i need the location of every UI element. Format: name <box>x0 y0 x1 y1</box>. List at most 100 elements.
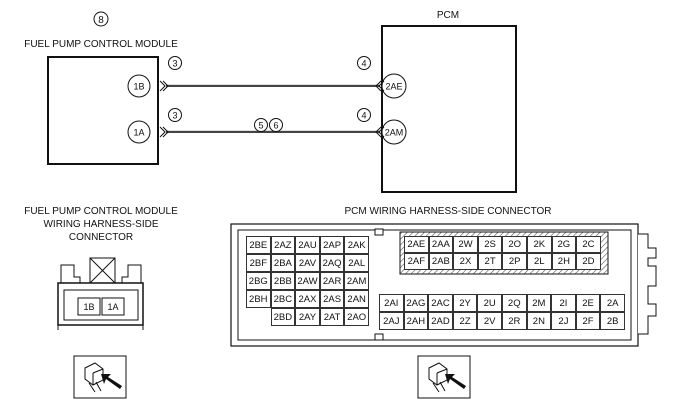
terminal-2ay: 2AY <box>295 308 320 326</box>
terminal-2h: 2H <box>551 253 577 270</box>
terminal-2j: 2J <box>551 312 576 330</box>
callout-circle <box>168 56 182 70</box>
terminal-2z: 2Z <box>452 312 478 330</box>
terminal-2a: 2A <box>600 294 625 312</box>
wire-1b-2ae <box>159 80 385 92</box>
terminal-2p: 2P <box>502 253 527 270</box>
terminal-2e: 2E <box>575 294 601 312</box>
terminal-2ah: 2AH <box>403 312 429 330</box>
terminal-2r: 2R <box>501 312 527 330</box>
terminal-2be: 2BE <box>246 236 271 254</box>
callout-wire2-left: 3 <box>172 111 177 121</box>
pin-circle-1b <box>127 74 151 98</box>
terminal-2af: 2AF <box>404 253 429 270</box>
terminal-2am: 2AM <box>344 272 369 290</box>
terminal-2aj: 2AJ <box>379 312 404 330</box>
terminal-2av: 2AV <box>295 254 320 272</box>
fpcm-connector-label-1: FUEL PUMP CONTROL MODULE <box>24 206 178 217</box>
terminal-2u: 2U <box>477 294 502 312</box>
terminal-2d: 2D <box>576 253 601 270</box>
fpcm-connector-pin: 1B <box>83 302 94 312</box>
pin-1b-label: 1B <box>133 82 144 92</box>
connector-view-icon <box>417 355 471 399</box>
terminal-2ax: 2AX <box>295 290 320 308</box>
terminal-2al: 2AL <box>344 254 369 272</box>
fpcm-connector <box>57 257 144 330</box>
pin-2am-label: 2AM <box>385 128 404 138</box>
callout-wire1-right: 4 <box>361 59 366 69</box>
terminal-2bf: 2BF <box>246 254 271 272</box>
terminal-2b: 2B <box>600 312 625 330</box>
pin-circle-2am <box>381 119 407 145</box>
terminal-2ad: 2AD <box>428 312 453 330</box>
terminal-2v: 2V <box>477 312 502 330</box>
terminal-2ba: 2BA <box>270 254 296 272</box>
callout-wire2-right: 4 <box>361 111 366 121</box>
terminal-2ak: 2AK <box>344 236 369 254</box>
terminal-2w: 2W <box>453 236 478 253</box>
terminal-2bh: 2BH <box>246 290 271 308</box>
terminal-2bc: 2BC <box>270 290 296 308</box>
terminal-2c: 2C <box>576 236 601 253</box>
terminal-2o: 2O <box>502 236 527 253</box>
empty-cavity <box>246 308 271 326</box>
callout-circle <box>357 56 371 70</box>
terminal-2ab: 2AB <box>428 253 454 270</box>
terminal-2bd: 2BD <box>270 308 296 326</box>
pin-circle-2ae <box>381 73 407 99</box>
terminal-2ag: 2AG <box>403 294 429 312</box>
pin-1a-label: 1A <box>133 128 144 138</box>
terminal-2an: 2AN <box>344 290 369 308</box>
callout-circle <box>168 108 182 122</box>
terminal-2n: 2N <box>526 312 552 330</box>
terminal-2l: 2L <box>526 253 552 270</box>
terminal-2ac: 2AC <box>428 294 453 312</box>
terminal-2k: 2K <box>526 236 552 253</box>
terminal-2ao: 2AO <box>344 308 369 326</box>
terminal-2g: 2G <box>551 236 577 253</box>
terminal-2t: 2T <box>477 253 503 270</box>
fpcm-connector-label-2: WIRING HARNESS-SIDE <box>43 219 158 230</box>
terminal-2ai: 2AI <box>379 294 404 312</box>
terminal-2x: 2X <box>453 253 478 270</box>
terminal-2as: 2AS <box>319 290 345 308</box>
callout-wire1-left: 3 <box>172 59 177 69</box>
terminal-2f: 2F <box>575 312 601 330</box>
terminal-2aa: 2AA <box>428 236 454 253</box>
connector-view-icon <box>73 355 127 399</box>
fpcm-title: FUEL PUMP CONTROL MODULE <box>24 39 178 50</box>
pcm-title: PCM <box>437 10 459 21</box>
callout-wire2-mid-a: 5 <box>258 121 263 131</box>
fpcm-connector-label-3: CONNECTOR <box>69 232 133 243</box>
terminal-2at: 2AT <box>319 308 345 326</box>
terminal-2aq: 2AQ <box>319 254 345 272</box>
fpcm-box <box>47 56 159 165</box>
callout-circle <box>357 108 371 122</box>
module-callout: 8 <box>98 15 104 26</box>
callout-wire2-mid-b: 6 <box>273 121 278 131</box>
callout-circle <box>254 118 268 132</box>
terminal-2i: 2I <box>551 294 576 312</box>
terminal-2q: 2Q <box>501 294 527 312</box>
terminal-2ae: 2AE <box>404 236 429 253</box>
fpcm-connector-pin: 1A <box>107 302 118 312</box>
pin-2ae-label: 2AE <box>385 82 402 92</box>
terminal-2y: 2Y <box>452 294 478 312</box>
terminal-2ar: 2AR <box>319 272 345 290</box>
terminal-2au: 2AU <box>295 236 320 254</box>
terminal-2bb: 2BB <box>270 272 296 290</box>
terminal-2m: 2M <box>526 294 552 312</box>
terminal-2aw: 2AW <box>295 272 320 290</box>
terminal-2ap: 2AP <box>319 236 345 254</box>
callout-circle <box>269 118 283 132</box>
pcm-connector-label: PCM WIRING HARNESS-SIDE CONNECTOR <box>344 206 551 217</box>
terminal-2az: 2AZ <box>270 236 296 254</box>
terminal-2bg: 2BG <box>246 272 271 290</box>
pin-circle-1a <box>127 120 151 144</box>
module-callout-circle <box>93 11 109 27</box>
pcm-box <box>381 25 517 193</box>
